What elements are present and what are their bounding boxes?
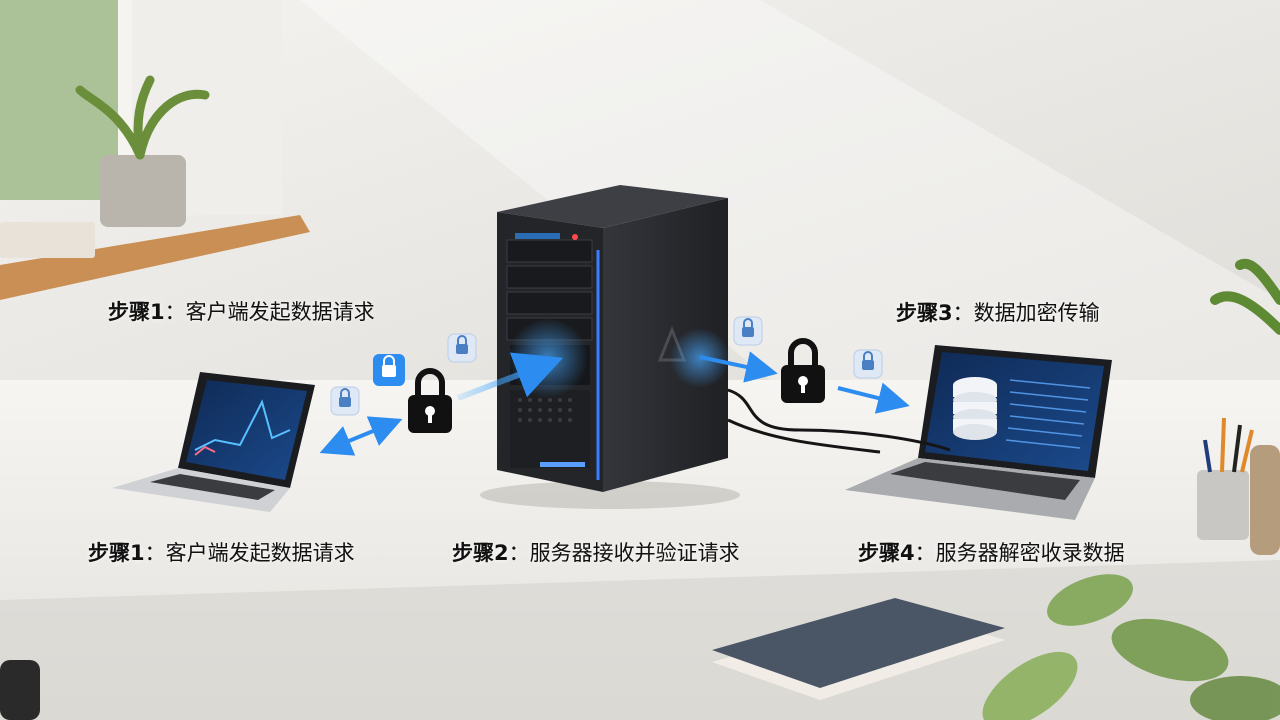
server-glow [508,318,588,398]
padlock-icon [781,338,825,403]
plant-icon [75,75,210,227]
step-label: 步骤1：客户端发起数据请求 [108,296,375,326]
plant-icon [1210,258,1280,335]
step-number: 步骤2 [452,541,509,565]
step-text: ：数据加密传输 [952,301,1100,325]
arrow-right-icon [456,352,564,401]
step-label: 步骤3：数据加密传输 [896,297,1100,327]
laptop-icon [112,372,315,512]
pencil-cup-icon [1197,417,1280,555]
lock-badge-icon [853,349,883,379]
double-arrow-icon [319,416,403,456]
plant-icon [982,574,1280,720]
window-sill [0,215,310,300]
database-icon [953,377,997,440]
sill-books [0,222,95,258]
step-number: 步骤1 [108,300,165,324]
notebook-icon [712,598,1005,700]
step-label: 步骤1：客户端发起数据请求 [88,537,355,567]
laptop-icon [845,345,1112,520]
step-number: 步骤1 [88,541,145,565]
desk-shadow [0,560,1280,720]
step-text: ：服务器解密收录数据 [914,541,1125,565]
step-label: 步骤2：服务器接收并验证请求 [452,537,740,567]
arrow-right-icon [699,351,778,383]
lock-badge-icon [733,316,763,346]
chair [0,660,40,720]
padlock-icon [408,368,452,433]
lock-badge-icon [447,333,477,363]
step-number: 步骤4 [858,541,915,565]
arrow-right-icon [837,382,910,414]
step-text: ：客户端发起数据请求 [144,541,355,565]
step-label: 步骤4：服务器解密收录数据 [858,537,1125,567]
lock-badge-icon [330,386,360,416]
sunlight-patch [300,0,1280,420]
cable [727,418,881,454]
step-text: ：服务器接收并验证请求 [508,541,740,565]
lock-badge-icon [373,354,405,386]
step-text: ：客户端发起数据请求 [164,300,375,324]
step-number: 步骤3 [896,301,953,325]
cable [727,388,951,452]
